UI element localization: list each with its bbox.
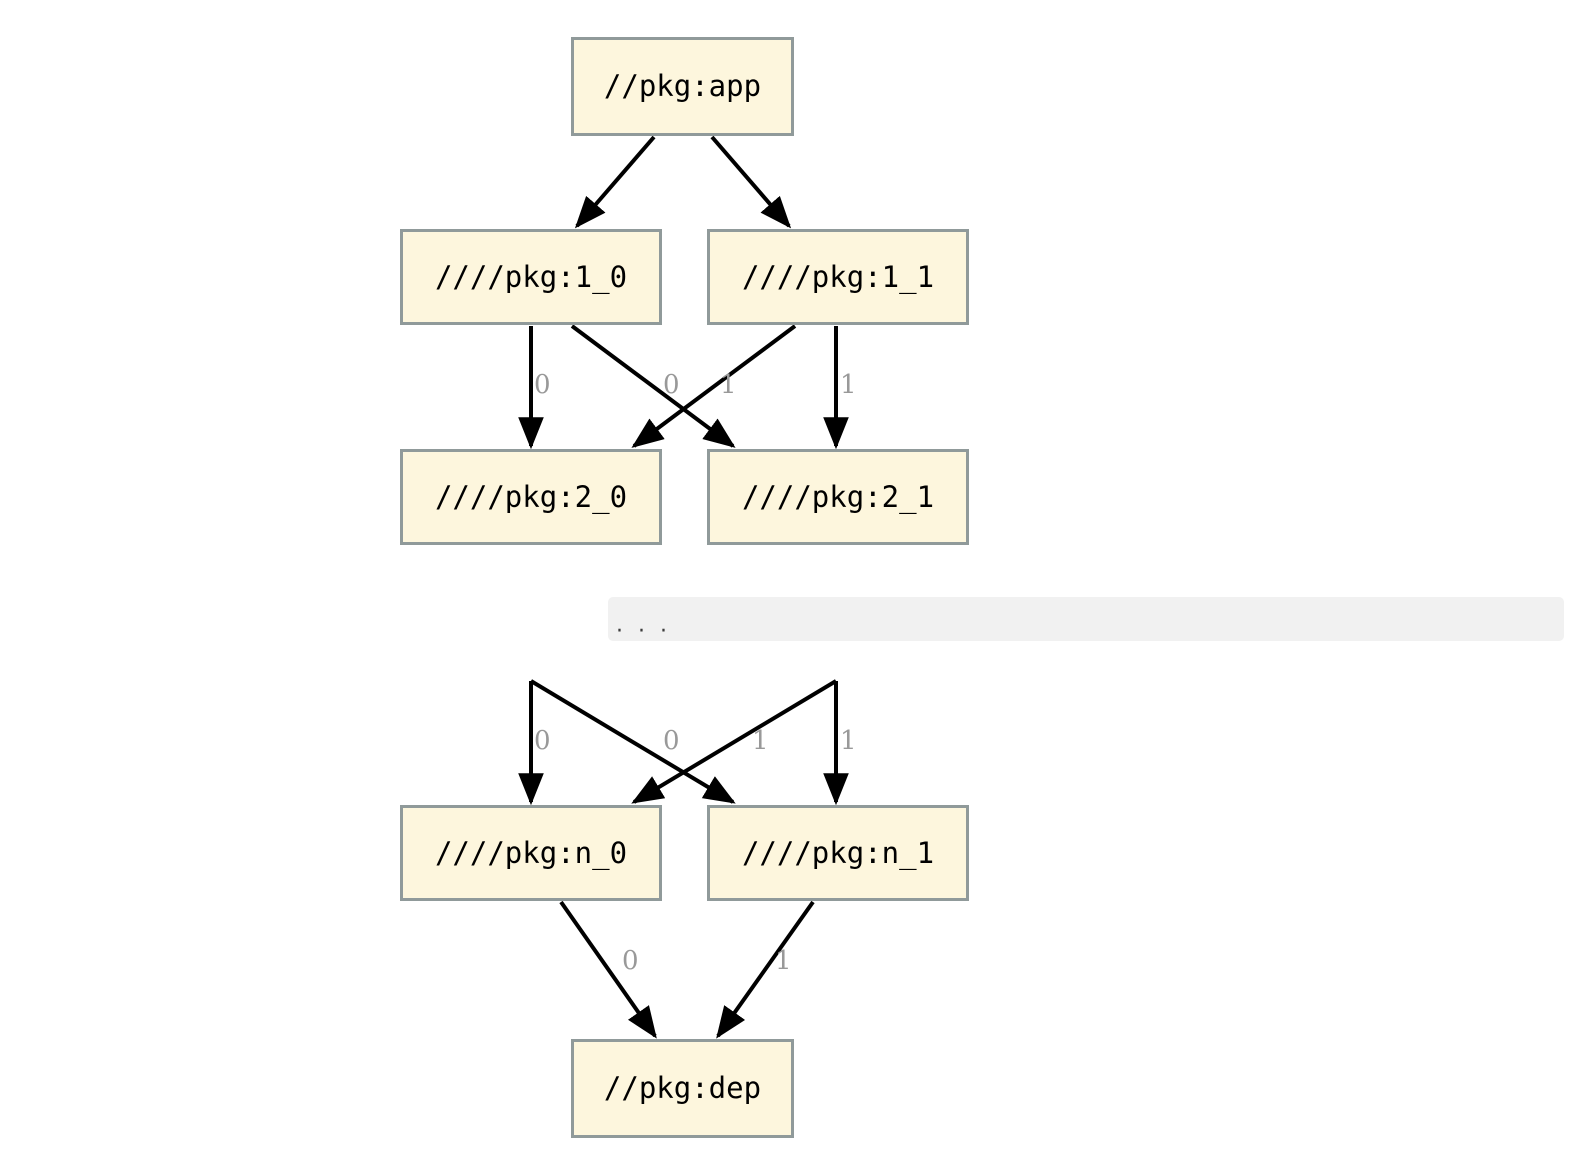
edge-nn_1-to-dep [716, 900, 815, 1039]
node-label: ////pkg:2_0 [434, 479, 628, 514]
edge-nn_0-to-dep [559, 900, 657, 1039]
edge-app-to-n1_1 [710, 135, 792, 229]
edge-dangling-to-nn_0 [631, 679, 838, 804]
edge-dangling-to-nn_1 [529, 679, 736, 804]
edge-label: 0 [663, 370, 680, 400]
node-label: ////pkg:n_1 [741, 835, 935, 870]
edge-label: 1 [840, 370, 857, 400]
node-label: //pkg:app [603, 69, 762, 103]
edge-label: 1 [840, 726, 857, 756]
node-n2_1[interactable]: ////pkg:2_1 [707, 449, 969, 545]
edge-n1_1-to-n2_0 [631, 324, 797, 448]
node-nn_1[interactable]: ////pkg:n_1 [707, 805, 969, 901]
node-label: ////pkg:n_0 [434, 835, 628, 870]
node-label: ////pkg:1_0 [434, 259, 628, 294]
ellipsis-dots: ··· [616, 619, 682, 644]
edge-n1_0-to-n2_1 [570, 324, 736, 448]
node-label: ////pkg:1_1 [741, 259, 935, 294]
node-label: ////pkg:2_1 [741, 479, 935, 514]
node-n1_0[interactable]: ////pkg:1_0 [400, 229, 662, 325]
edge-label: 0 [534, 726, 551, 756]
node-n2_0[interactable]: ////pkg:2_0 [400, 449, 662, 545]
node-app[interactable]: //pkg:app [571, 37, 794, 136]
node-dep[interactable]: //pkg:dep [571, 1039, 794, 1138]
edge-label: 1 [775, 946, 792, 976]
edge-label: 0 [663, 726, 680, 756]
edge-label: 0 [534, 370, 551, 400]
edge-app-to-n1_0 [574, 135, 656, 229]
node-nn_0[interactable]: ////pkg:n_0 [400, 805, 662, 901]
edge-label: 1 [720, 370, 737, 400]
node-n1_1[interactable]: ////pkg:1_1 [707, 229, 969, 325]
edge-label: 0 [622, 946, 639, 976]
ellipsis-band: ··· [608, 597, 1564, 644]
node-label: //pkg:dep [603, 1071, 762, 1105]
edge-label: 1 [752, 726, 769, 756]
